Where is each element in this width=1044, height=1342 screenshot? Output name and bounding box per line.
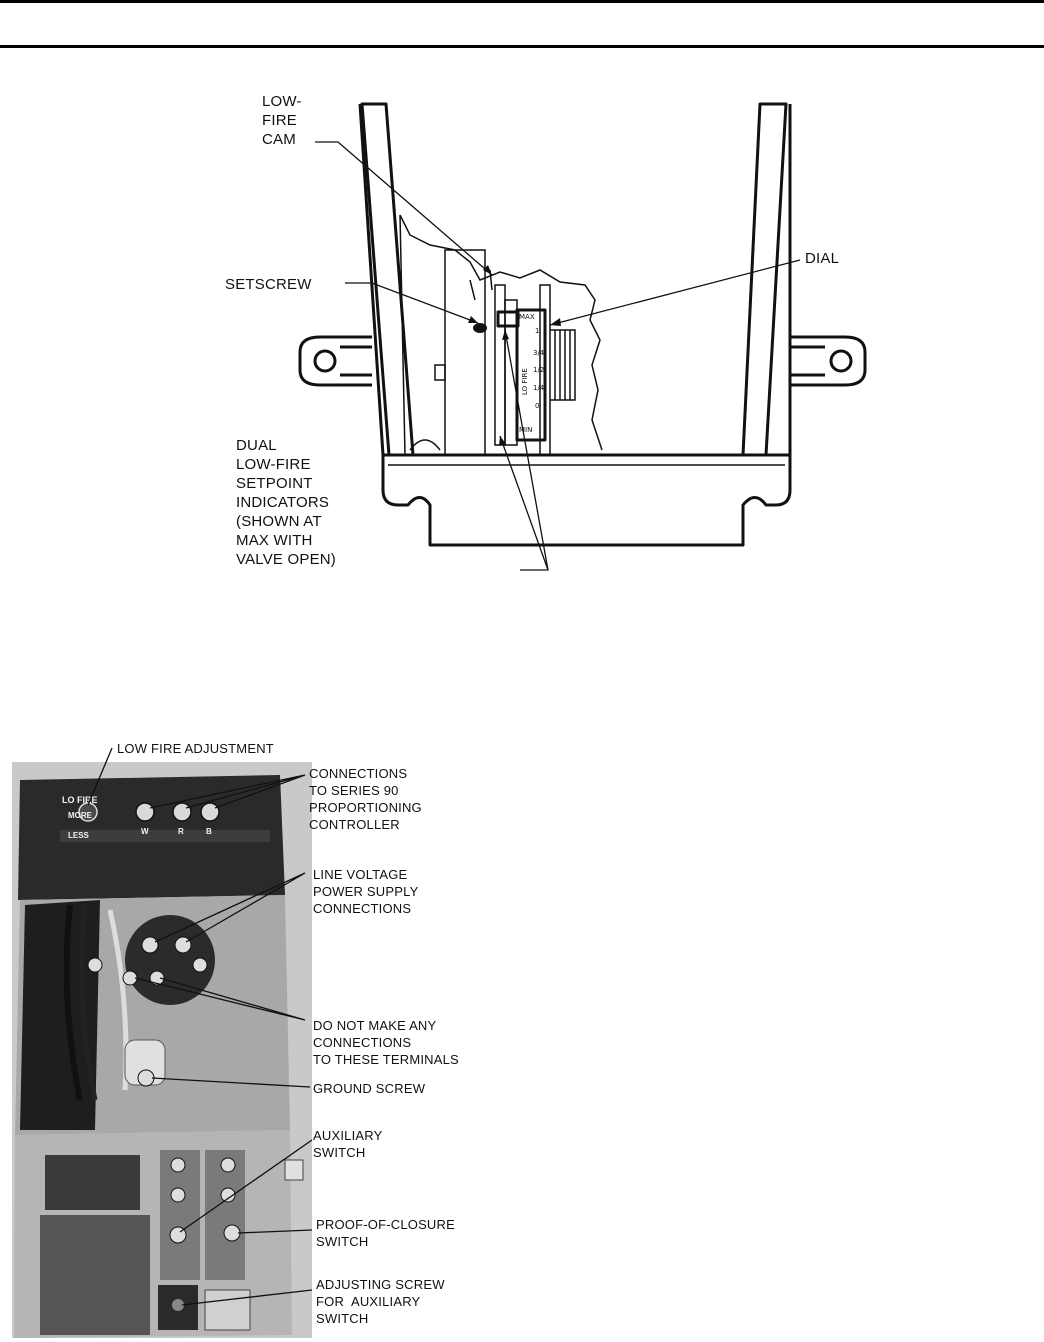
setscrew-mark xyxy=(473,323,487,333)
dial-frac-3: 1/2 xyxy=(533,366,544,374)
photo-lofire-text: LO FIRE xyxy=(62,795,98,805)
low-fire-dial xyxy=(78,802,98,822)
terminal-w xyxy=(135,802,155,822)
top-rule xyxy=(0,0,1044,3)
left-mount-ear xyxy=(298,335,372,387)
label-line-voltage: LINE VOLTAGE POWER SUPPLY CONNECTIONS xyxy=(313,867,419,916)
photo-less-text: LESS xyxy=(68,831,90,840)
leader-indicator-2 xyxy=(499,435,549,571)
photo-r-text: R xyxy=(178,827,184,836)
terminal-b xyxy=(200,802,220,822)
label-dual-indicators: DUAL LOW-FIRE SETPOINT INDICATORS (SHOWN… xyxy=(236,437,337,568)
dial-frac-5: 0 xyxy=(535,402,539,410)
housing-outline xyxy=(358,103,792,547)
leader-ground-screw xyxy=(151,1077,311,1088)
grommet xyxy=(409,439,441,451)
photo-b-text: B xyxy=(206,827,212,836)
label-do-not-connect: DO NOT MAKE ANY CONNECTIONS TO THESE TER… xyxy=(313,1018,459,1067)
header-rule xyxy=(0,45,1044,48)
dial-scale: MAX MIN LO FIRE 1 3/4 1/2 1/4 0 xyxy=(519,313,545,434)
terminal-r xyxy=(172,802,192,822)
label-adjusting-screw: ADJUSTING SCREW FOR AUXILIARY SWITCH xyxy=(316,1277,445,1326)
leader-low-fire-adjustment xyxy=(87,747,113,806)
leader-proof-of-closure xyxy=(237,1229,313,1234)
photo-w-text: W xyxy=(141,827,149,836)
dial-lofire-label: LO FIRE xyxy=(521,368,529,395)
dial-min-label: MIN xyxy=(519,426,532,434)
dial-face xyxy=(515,308,547,442)
label-low-fire-cam: LOW- FIRE CAM xyxy=(262,93,302,148)
leader-setscrew xyxy=(345,282,479,324)
ground-screw xyxy=(137,1069,155,1087)
dial-frac-2: 3/4 xyxy=(533,349,545,357)
proof-of-closure-screw xyxy=(223,1224,241,1242)
label-connections-series90: CONNECTIONS TO SERIES 90 PROPORTIONING C… xyxy=(309,766,422,832)
left-mount-hole xyxy=(313,349,337,373)
leader-low-fire-cam xyxy=(315,141,493,276)
dial-frac-1: 1 xyxy=(535,327,539,335)
right-mount-ear xyxy=(790,335,867,387)
photo-more-text: MORE xyxy=(68,811,93,820)
dial-max-label: MAX xyxy=(519,313,535,321)
label-auxiliary-switch: AUXILIARY SWITCH xyxy=(313,1128,383,1160)
cutaway-edge xyxy=(399,214,603,451)
leader-do-not-connect xyxy=(134,977,306,1021)
label-ground-screw: GROUND SCREW xyxy=(313,1081,426,1096)
leader-connections xyxy=(149,774,306,809)
motor-block xyxy=(45,1155,140,1210)
dial-gear xyxy=(550,329,576,401)
label-setscrew: SETSCREW xyxy=(225,276,312,293)
right-mount-hole xyxy=(829,349,853,373)
leader-auxiliary-switch xyxy=(179,1139,313,1233)
leader-adjusting-screw xyxy=(181,1289,313,1306)
label-proof-of-closure: PROOF-OF-CLOSURE SWITCH xyxy=(316,1217,455,1249)
leader-dial xyxy=(549,259,801,326)
label-dial: DIAL xyxy=(805,250,840,267)
dial-frac-4: 1/4 xyxy=(533,384,545,392)
label-low-fire-adjustment: LOW FIRE ADJUSTMENT xyxy=(117,741,274,756)
leader-line-voltage xyxy=(154,872,306,943)
internal-plate xyxy=(444,249,486,456)
